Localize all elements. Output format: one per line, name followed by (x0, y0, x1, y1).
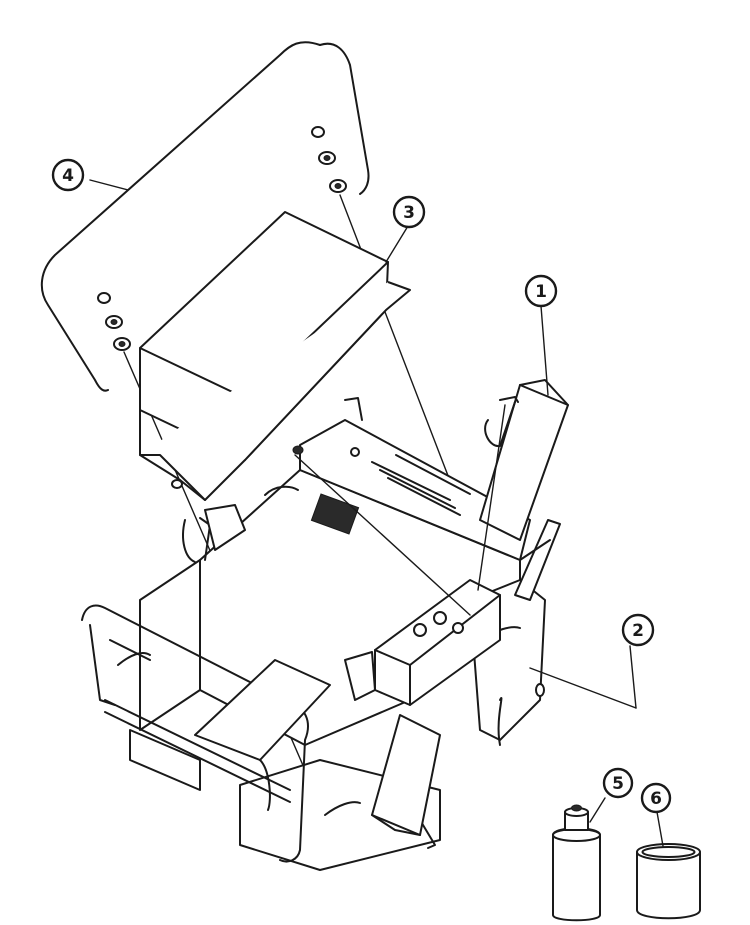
battery-module (477, 379, 569, 591)
svg-text:4: 4 (62, 166, 74, 186)
callout-5: 5 (602, 767, 634, 799)
spray-can (552, 804, 601, 922)
hardware-bracket (40, 41, 370, 392)
clamp-assembly (294, 454, 501, 706)
svg-text:2: 2 (632, 621, 644, 641)
lower-bracket (371, 714, 441, 836)
svg-text:3: 3 (403, 203, 415, 223)
handle-grips (182, 504, 246, 563)
svg-text:5: 5 (612, 774, 624, 794)
vent-slots (371, 454, 471, 516)
callout-4: 4 (51, 158, 85, 192)
paint-can (636, 843, 701, 920)
callout-1: 1 (524, 274, 558, 308)
side-latch (514, 519, 561, 601)
svg-text:1: 1 (535, 282, 547, 302)
leader-lines (89, 179, 664, 847)
battery-cover (139, 211, 411, 501)
callout-3: 3 (392, 195, 426, 229)
svg-text:6: 6 (650, 789, 662, 809)
carry-frame (81, 604, 331, 863)
callout-2: 2 (621, 613, 655, 647)
callout-6: 6 (640, 782, 672, 814)
